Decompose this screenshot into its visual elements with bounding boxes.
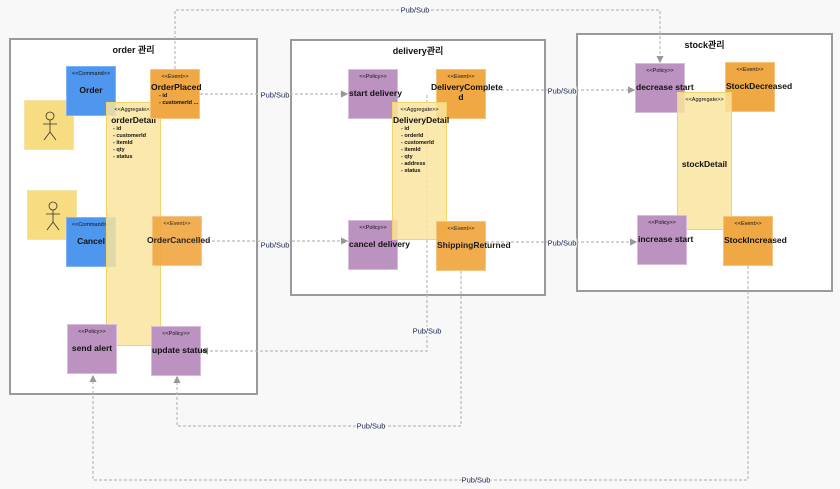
policy-update-status[interactable]: <<Policy>> update status bbox=[151, 326, 208, 376]
event-ordercancelled[interactable]: <<Event>> OrderCancelled bbox=[147, 216, 210, 266]
event-orderplaced[interactable]: <<Event>> OrderPlaced idcustomerId ... bbox=[150, 69, 202, 119]
sticky-name: update status bbox=[152, 345, 208, 355]
sticky-name: cancel delivery bbox=[349, 239, 410, 249]
stereotype: <<Event>> bbox=[736, 67, 764, 73]
stereotype: <<Command>> bbox=[71, 222, 111, 228]
field: customerId bbox=[401, 140, 446, 147]
policy-start-delivery[interactable]: <<Policy>> start delivery bbox=[348, 69, 402, 119]
policy-cancel-delivery[interactable]: <<Policy>> cancel delivery bbox=[348, 220, 410, 270]
event-deliverycompleted[interactable]: <<Event>> DeliveryComplete d bbox=[431, 69, 503, 119]
relation-label: Pub/Sub bbox=[412, 326, 442, 336]
relation-stockincreased-sendalert[interactable] bbox=[89, 266, 749, 481]
sticky-name: Cancel bbox=[77, 236, 105, 246]
sticky-name: DeliveryComplete d bbox=[431, 82, 503, 102]
stereotype: <<Aggregate>> bbox=[400, 107, 439, 113]
stereotype: <<Policy>> bbox=[359, 74, 387, 80]
field: id bbox=[113, 126, 160, 133]
sticky-name: decrease start bbox=[636, 82, 694, 92]
stereotype: <<Policy>> bbox=[359, 225, 387, 231]
stereotype: <<Aggregate>> bbox=[685, 97, 724, 103]
field-list: idorderIdcustomerIditemIdqtyaddressstatu… bbox=[401, 126, 446, 175]
relation-label: Pub/Sub bbox=[547, 238, 577, 248]
actor-icon bbox=[43, 111, 57, 141]
relation-label: Pub/Sub bbox=[400, 5, 430, 15]
relation-label: Pub/Sub bbox=[461, 475, 491, 485]
field: itemId bbox=[401, 147, 446, 154]
stereotype: <<Aggregate>> bbox=[114, 107, 153, 113]
field: itemId bbox=[113, 140, 160, 147]
stereotype: <<Policy>> bbox=[646, 68, 674, 74]
field: qty bbox=[113, 147, 160, 154]
stereotype: <<Event>> bbox=[163, 221, 191, 227]
actor-sticky[interactable] bbox=[27, 190, 77, 240]
actor-sticky[interactable] bbox=[24, 100, 74, 150]
event-shippingreturned[interactable]: <<Event>> ShippingReturned bbox=[436, 221, 511, 271]
sticky-name: DeliveryDetail bbox=[393, 115, 450, 125]
field: address bbox=[401, 161, 446, 168]
field-list: idcustomerId ... bbox=[159, 93, 199, 107]
policy-increase-start[interactable]: <<Policy>> increase start bbox=[637, 215, 694, 265]
stereotype: <<Event>> bbox=[734, 221, 762, 227]
aggregate-stockdetail[interactable]: <<Aggregate>> stockDetail bbox=[677, 92, 732, 230]
field: id bbox=[401, 126, 446, 133]
stereotype: <<Command>> bbox=[71, 71, 111, 77]
sticky-name: start delivery bbox=[349, 88, 402, 98]
sticky-name: ShippingReturned bbox=[437, 240, 511, 250]
relation-label: Pub/Sub bbox=[547, 86, 577, 96]
field: status bbox=[113, 154, 160, 161]
stereotype: <<Event>> bbox=[447, 226, 475, 232]
event-stockincreased[interactable]: <<Event>> StockIncreased bbox=[723, 216, 787, 266]
field: status bbox=[401, 168, 446, 175]
stereotype: <<Event>> bbox=[161, 74, 189, 80]
sticky-name: StockDecreased bbox=[726, 81, 793, 91]
relation-label: Pub/Sub bbox=[260, 90, 290, 100]
relation-orderplaced-decrease[interactable] bbox=[174, 9, 664, 69]
context-title: order 관리 bbox=[112, 45, 155, 55]
bounded-context-stock[interactable]: stock관리 bbox=[576, 33, 833, 292]
field: customerId ... bbox=[159, 100, 199, 107]
stereotype: <<Event>> bbox=[447, 74, 475, 80]
sticky-name: send alert bbox=[71, 343, 113, 353]
relation-label: Pub/Sub bbox=[356, 421, 386, 431]
context-title: stock관리 bbox=[684, 40, 725, 50]
stereotype: <<Policy>> bbox=[162, 331, 190, 337]
relation-label: Pub/Sub bbox=[260, 240, 290, 250]
policy-send-alert[interactable]: <<Policy>> send alert bbox=[67, 324, 117, 374]
field-list: idcustomerIditemIdqtystatus bbox=[113, 126, 160, 161]
actor-icon bbox=[46, 201, 60, 231]
sticky-name: increase start bbox=[638, 234, 694, 244]
sticky-name: OrderCancelled bbox=[147, 235, 211, 245]
field: customerId bbox=[113, 133, 160, 140]
stereotype: <<Policy>> bbox=[648, 220, 676, 226]
relation-shippingreturned-updatestatus[interactable] bbox=[173, 271, 462, 427]
sticky-name: orderDetail bbox=[111, 115, 156, 125]
field: orderId bbox=[401, 133, 446, 140]
field: id bbox=[159, 93, 199, 100]
field: qty bbox=[401, 154, 446, 161]
sticky-name: OrderPlaced bbox=[151, 82, 202, 92]
stereotype: <<Policy>> bbox=[78, 329, 106, 335]
sticky-name: StockIncreased bbox=[724, 235, 787, 245]
context-title: delivery관리 bbox=[392, 46, 444, 56]
sticky-name: Order bbox=[79, 85, 103, 95]
event-stockdecreased[interactable]: <<Event>> StockDecreased bbox=[725, 62, 793, 112]
policy-decrease-start[interactable]: <<Policy>> decrease start bbox=[635, 63, 694, 113]
sticky-name: stockDetail bbox=[681, 159, 728, 169]
aggregate-deliverydetail[interactable]: <<Aggregate>> DeliveryDetail idorderIdcus… bbox=[392, 102, 450, 240]
